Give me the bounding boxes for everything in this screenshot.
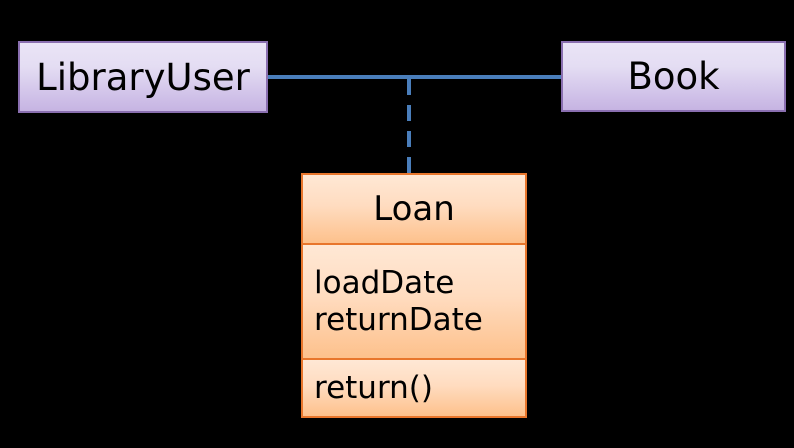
uml-attribute-return-date: returnDate [314, 301, 483, 338]
uml-class-name-loan: Loan [373, 189, 455, 229]
association-line-libraryuser-book[interactable] [266, 75, 563, 79]
association-class-dashed-link[interactable] [407, 79, 411, 175]
uml-class-book[interactable]: Book [561, 41, 786, 112]
uml-class-library-user[interactable]: LibraryUser [18, 41, 268, 113]
uml-class-name-book: Book [627, 55, 720, 98]
uml-compartment-operations-loan: return() [303, 358, 525, 416]
uml-compartment-attributes-loan: loadDate returnDate [303, 243, 525, 358]
uml-attribute-load-date: loadDate [314, 265, 455, 302]
uml-class-name-library-user: LibraryUser [36, 55, 250, 99]
uml-operation-return: return() [314, 369, 433, 406]
uml-class-loan[interactable]: Loan loadDate returnDate return() [301, 173, 527, 418]
uml-compartment-name-loan: Loan [303, 175, 525, 243]
